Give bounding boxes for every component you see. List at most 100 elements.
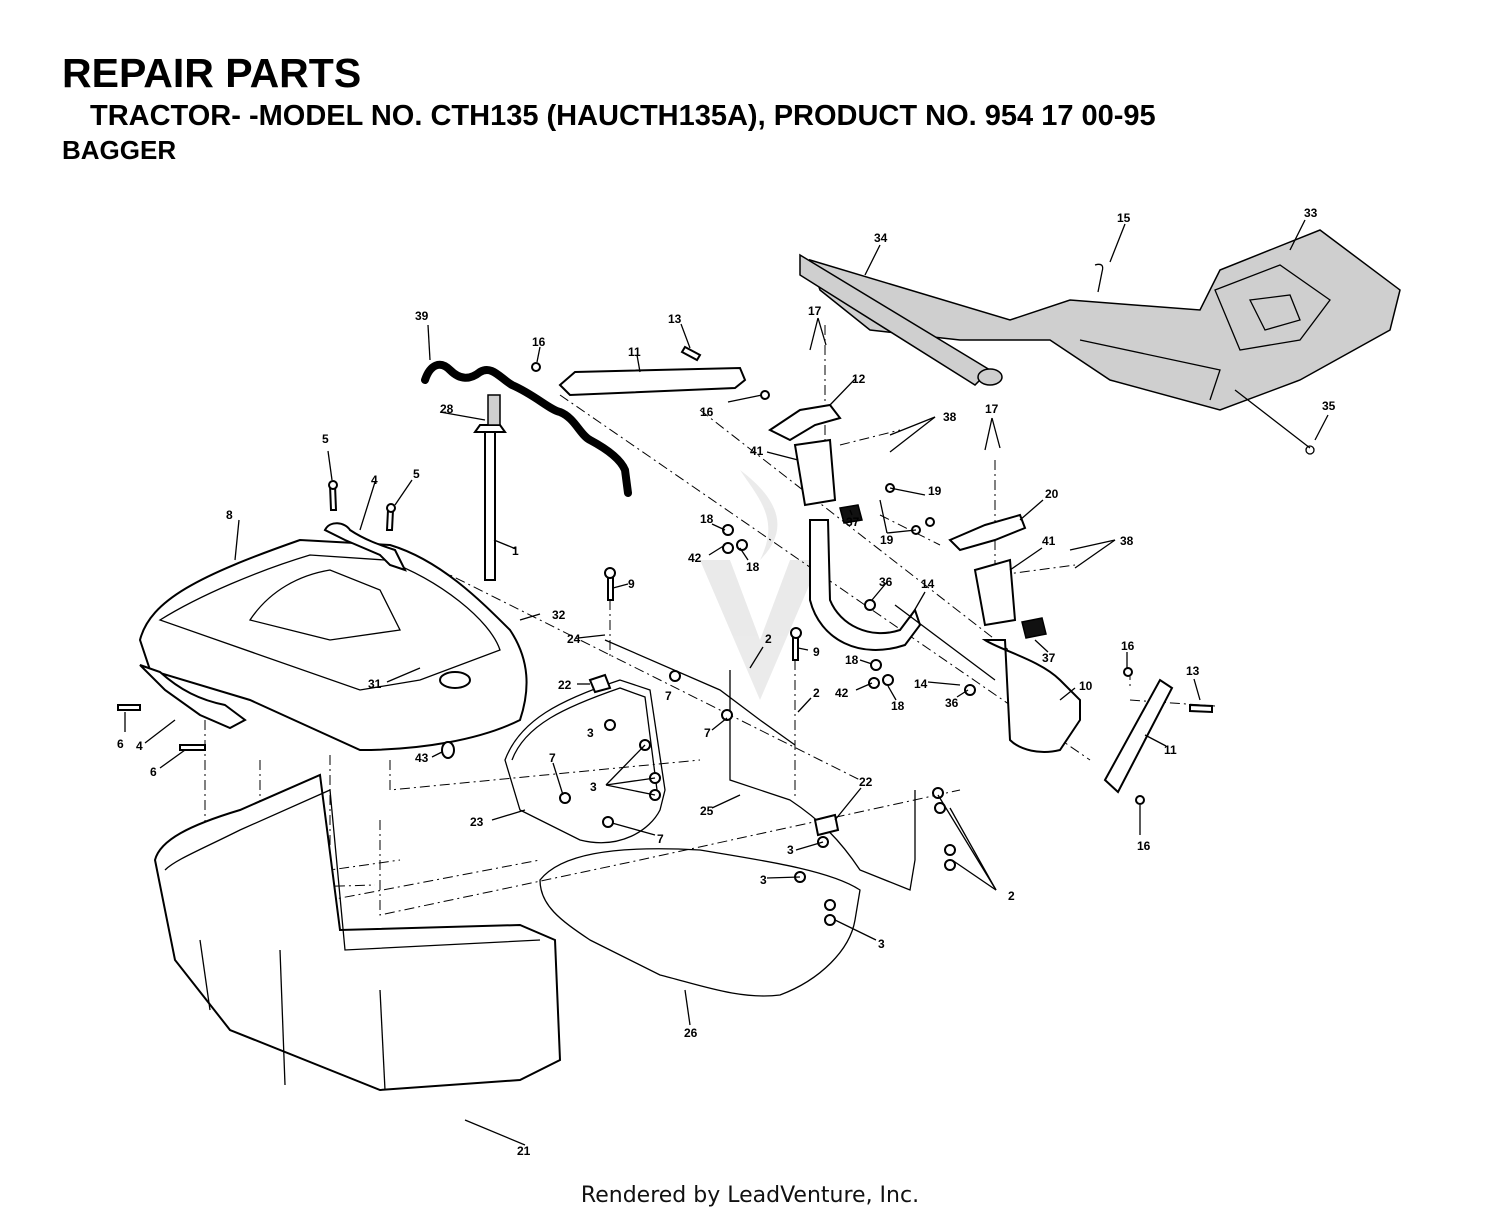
callout-3b: 3 bbox=[590, 780, 597, 794]
callout-3e: 3 bbox=[878, 937, 885, 951]
main-frame bbox=[729, 670, 916, 891]
callout-38b: 38 bbox=[1120, 534, 1134, 548]
section-title: BAGGER bbox=[62, 135, 177, 165]
lid-handle-top bbox=[323, 522, 407, 572]
callout-7a: 7 bbox=[549, 751, 556, 765]
callout-4a: 4 bbox=[371, 473, 378, 487]
bracket-41-left bbox=[793, 438, 837, 507]
callout-17b: 17 bbox=[985, 402, 999, 416]
callout-3a: 3 bbox=[587, 726, 594, 740]
callout-15: 15 bbox=[1117, 211, 1131, 225]
callout-13a: 13 bbox=[668, 312, 682, 326]
bracket-41-right bbox=[973, 558, 1017, 627]
callout-16d: 16 bbox=[1137, 839, 1151, 853]
callout-11b: 11 bbox=[1164, 743, 1177, 757]
callout-19b: 19 bbox=[880, 533, 894, 547]
callout-14b: 14 bbox=[914, 677, 928, 691]
callout-43: 43 bbox=[415, 751, 429, 765]
callout-36a: 36 bbox=[879, 575, 893, 589]
lower-frame-inner bbox=[511, 687, 658, 791]
callout-39: 39 bbox=[415, 309, 429, 323]
callout-5b: 5 bbox=[413, 467, 420, 481]
dump-tube bbox=[473, 394, 507, 581]
clip-20 bbox=[948, 513, 1027, 552]
callout-2c: 2 bbox=[1008, 889, 1015, 903]
callout-4b: 4 bbox=[136, 739, 143, 753]
footer-credit: Rendered by LeadVenture, Inc. bbox=[580, 1183, 920, 1208]
rear-bracket-right bbox=[981, 639, 1081, 753]
callout-36b: 36 bbox=[945, 696, 959, 710]
page-title: REPAIR PARTS bbox=[62, 50, 362, 96]
callout-9a: 9 bbox=[628, 577, 635, 591]
callout-21: 21 bbox=[517, 1144, 531, 1158]
callout-18b: 18 bbox=[746, 560, 760, 574]
callout-23: 23 bbox=[470, 815, 484, 829]
callout-6b: 6 bbox=[150, 765, 157, 779]
callout-28: 28 bbox=[440, 402, 454, 416]
callout-18a: 18 bbox=[700, 512, 714, 526]
latch-22 bbox=[588, 673, 612, 694]
callout-22a: 22 bbox=[558, 678, 572, 692]
callout-24: 24 bbox=[567, 632, 581, 646]
grass-bag bbox=[153, 773, 562, 1092]
callout-34: 34 bbox=[874, 231, 888, 245]
lower-frame-left bbox=[504, 679, 666, 844]
lid-handle-side bbox=[139, 664, 247, 730]
callout-10: 10 bbox=[1079, 679, 1093, 693]
callout-32: 32 bbox=[552, 608, 566, 622]
callout-8: 8 bbox=[226, 508, 233, 522]
callout-11a: 11 bbox=[628, 345, 641, 359]
callout-17a: 17 bbox=[808, 304, 822, 318]
callout-7c: 7 bbox=[665, 689, 672, 703]
bottom-frame bbox=[539, 848, 861, 997]
callout-2b: 2 bbox=[813, 686, 820, 700]
bagger-lid bbox=[138, 538, 528, 752]
callout-16a: 16 bbox=[532, 335, 546, 349]
callout-38a: 38 bbox=[943, 410, 957, 424]
callout-33: 33 bbox=[1304, 206, 1318, 220]
callout-35: 35 bbox=[1322, 399, 1336, 413]
callout-13b: 13 bbox=[1186, 664, 1200, 678]
watermark-logo bbox=[700, 470, 820, 700]
callout-7d: 7 bbox=[704, 726, 711, 740]
callout-16c: 16 bbox=[1121, 639, 1135, 653]
strap-right bbox=[1103, 678, 1174, 794]
callout-6a: 6 bbox=[117, 737, 124, 751]
callout-20: 20 bbox=[1045, 487, 1059, 501]
callout-37a: 37 bbox=[846, 515, 860, 529]
callout-7b: 7 bbox=[657, 832, 664, 846]
callout-26: 26 bbox=[684, 1026, 698, 1040]
leader-lines bbox=[124, 219, 1329, 1146]
drawbar-bracket bbox=[799, 229, 1401, 455]
header: REPAIR PARTS TRACTOR- -MODEL NO. CTH135 … bbox=[62, 48, 1156, 166]
callout-16b: 16 bbox=[700, 405, 714, 419]
latch-22-b bbox=[813, 813, 840, 837]
callout-22b: 22 bbox=[859, 775, 873, 789]
block-37-b bbox=[1021, 617, 1047, 639]
callout-labels: 1 2 2 2 3 3 3 3 3 4 4 5 5 6 6 7 7 7 7 8 … bbox=[117, 206, 1336, 1158]
callout-12: 12 bbox=[852, 372, 866, 386]
callout-19a: 19 bbox=[928, 484, 942, 498]
callout-25: 25 bbox=[700, 804, 714, 818]
callout-3d: 3 bbox=[760, 873, 767, 887]
callout-41b: 41 bbox=[1042, 534, 1056, 548]
callout-42a: 42 bbox=[688, 551, 702, 565]
callout-3c: 3 bbox=[787, 843, 794, 857]
hardware bbox=[117, 345, 1213, 926]
callout-37b: 37 bbox=[1042, 651, 1056, 665]
rear-bracket-arm bbox=[894, 604, 996, 681]
callout-5a: 5 bbox=[322, 432, 329, 446]
support-rod bbox=[604, 639, 796, 746]
callout-2a: 2 bbox=[765, 632, 772, 646]
strap-upper bbox=[558, 366, 747, 397]
rear-bracket-left bbox=[809, 519, 922, 651]
clip-12 bbox=[768, 403, 842, 442]
wire-handle bbox=[421, 360, 632, 497]
callout-41a: 41 bbox=[750, 444, 764, 458]
callout-1: 1 bbox=[512, 544, 519, 558]
page-subtitle: TRACTOR- -MODEL NO. CTH135 (HAUCTH135A),… bbox=[90, 100, 1156, 132]
callout-18c: 18 bbox=[845, 653, 859, 667]
callout-14a: 14 bbox=[921, 577, 935, 591]
callout-9b: 9 bbox=[813, 645, 820, 659]
